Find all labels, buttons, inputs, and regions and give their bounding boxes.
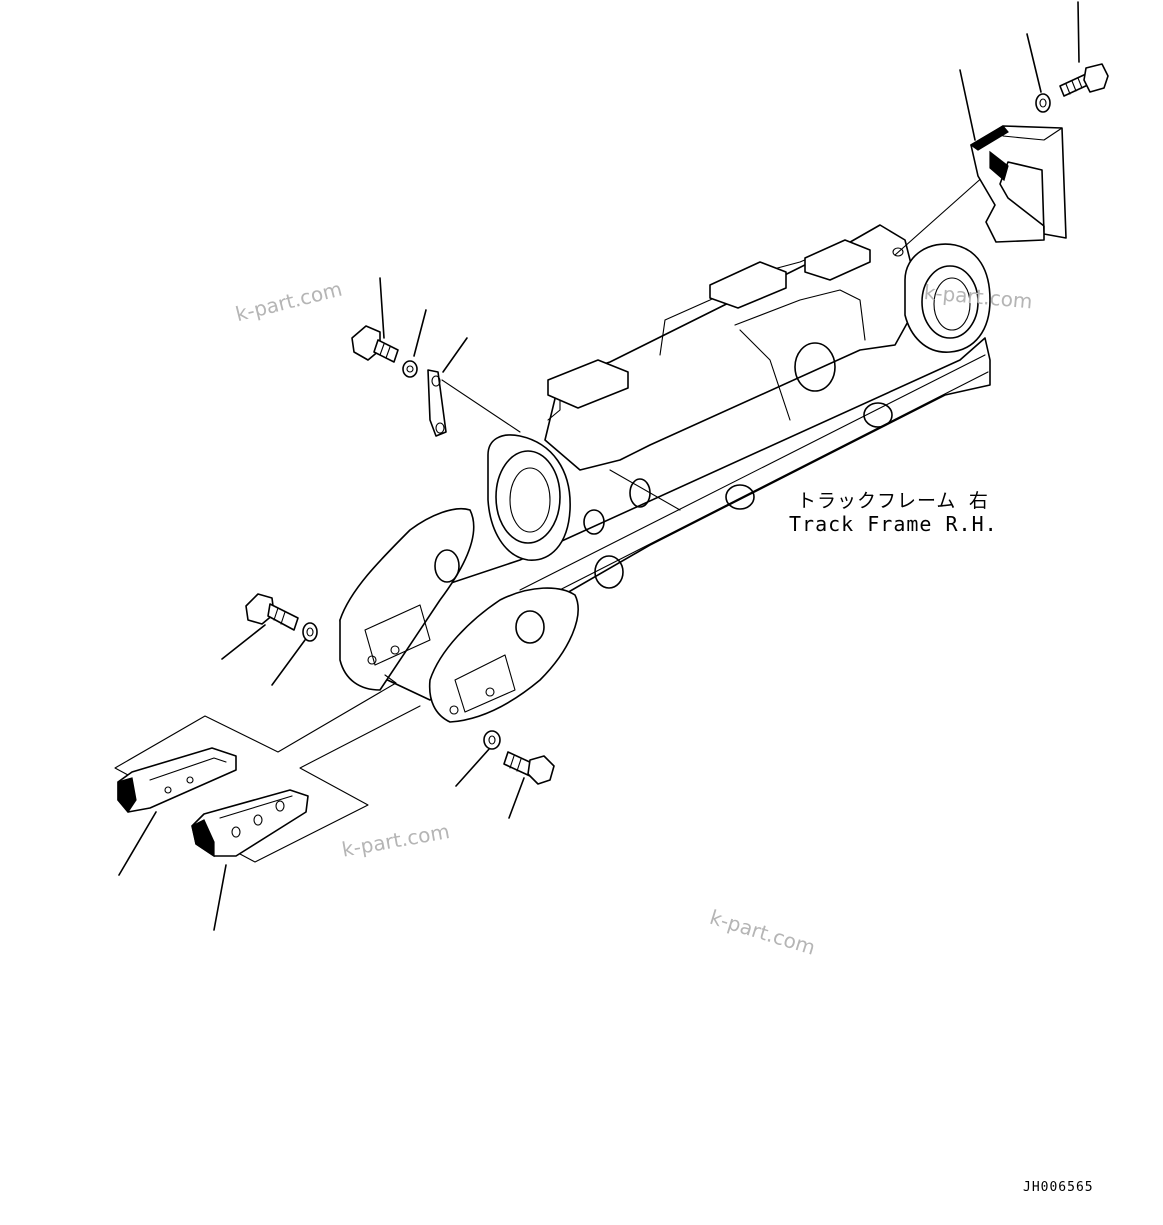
guard-lower-right bbox=[191, 789, 309, 858]
diagram-code: JH006565 bbox=[1023, 1180, 1094, 1195]
washer-lower-right bbox=[483, 730, 501, 750]
guard-top-right bbox=[969, 125, 1067, 243]
leader-lines bbox=[114, 1, 1080, 931]
bolt-left bbox=[245, 593, 299, 631]
guard-lower-left bbox=[117, 747, 237, 814]
washer-top-right bbox=[1035, 93, 1051, 113]
washer-left bbox=[302, 622, 318, 642]
track-frame-label-japanese: トラックフレーム 右 bbox=[797, 490, 989, 512]
plate-upper-left bbox=[427, 369, 447, 437]
track-frame-label-english: Track Frame R.H. bbox=[789, 512, 998, 536]
bolt-lower-right bbox=[503, 751, 555, 785]
bolt-upper-left bbox=[351, 325, 399, 363]
washer-upper-left bbox=[402, 360, 418, 378]
bolt-top-right bbox=[1059, 63, 1109, 97]
track-frame bbox=[339, 224, 991, 723]
